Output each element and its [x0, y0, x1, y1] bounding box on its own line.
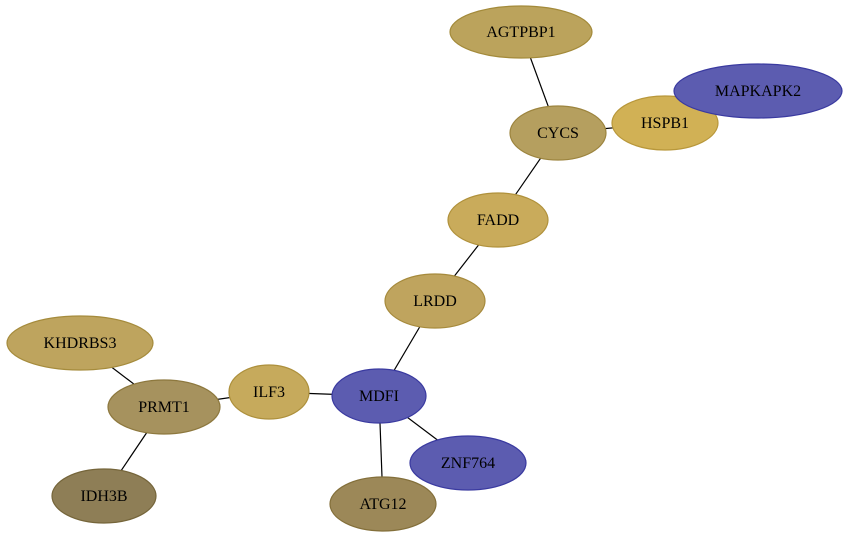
node-label: LRDD — [413, 293, 457, 310]
node-prmt1[interactable]: PRMT1 — [107, 379, 221, 435]
node-fadd[interactable]: FADD — [447, 192, 549, 248]
node-mapkapk2[interactable]: MAPKAPK2 — [673, 63, 843, 119]
node-label: ILF3 — [253, 384, 285, 401]
node-label: AGTPBP1 — [486, 24, 555, 41]
node-label: HSPB1 — [641, 115, 689, 132]
node-label: ZNF764 — [441, 455, 495, 472]
node-ellipse[interactable] — [228, 364, 310, 420]
node-cycs[interactable]: CYCS — [509, 105, 607, 161]
node-agtpbp1[interactable]: AGTPBP1 — [449, 5, 593, 59]
node-ellipse[interactable] — [449, 5, 593, 59]
node-ellipse[interactable] — [6, 315, 154, 371]
node-label: FADD — [477, 212, 519, 229]
node-lrdd[interactable]: LRDD — [384, 273, 486, 329]
node-ellipse[interactable] — [673, 63, 843, 119]
node-label: IDH3B — [80, 488, 127, 505]
node-ellipse[interactable] — [331, 368, 427, 424]
node-label: MDFI — [359, 388, 399, 405]
node-label: ATG12 — [359, 496, 406, 513]
node-ellipse[interactable] — [384, 273, 486, 329]
node-atg12[interactable]: ATG12 — [329, 476, 437, 532]
node-ellipse[interactable] — [107, 379, 221, 435]
node-ellipse[interactable] — [51, 468, 157, 524]
node-ilf3[interactable]: ILF3 — [228, 364, 310, 420]
node-label: KHDRBS3 — [44, 335, 117, 352]
node-mdfi[interactable]: MDFI — [331, 368, 427, 424]
node-ellipse[interactable] — [329, 476, 437, 532]
node-label: CYCS — [537, 125, 579, 142]
node-ellipse[interactable] — [409, 435, 527, 491]
node-ellipse[interactable] — [447, 192, 549, 248]
node-hspb1[interactable]: HSPB1 — [611, 95, 719, 151]
node-khdrbs3[interactable]: KHDRBS3 — [6, 315, 154, 371]
node-label: MAPKAPK2 — [715, 83, 801, 100]
node-idh3b[interactable]: IDH3B — [51, 468, 157, 524]
node-ellipse[interactable] — [509, 105, 607, 161]
node-label: PRMT1 — [138, 399, 190, 416]
node-ellipse[interactable] — [611, 95, 719, 151]
node-znf764[interactable]: ZNF764 — [409, 435, 527, 491]
